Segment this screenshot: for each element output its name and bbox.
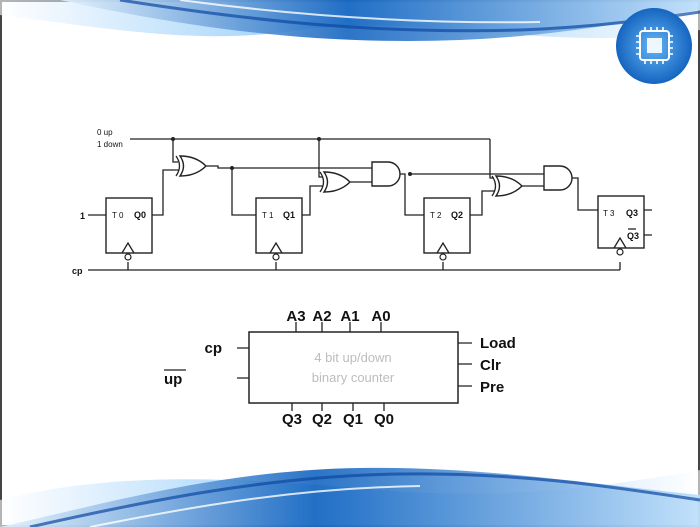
svg-text:Q3: Q3 [627, 231, 639, 241]
block-title-line1: 4 bit up/down [314, 350, 391, 365]
pin-q3: Q3 [282, 411, 302, 428]
xor-gate-1 [152, 155, 207, 216]
pin-q0: Q0 [374, 411, 394, 428]
svg-text:T 3: T 3 [603, 209, 615, 218]
svg-text:Q0: Q0 [134, 210, 146, 220]
pin-q1: Q1 [343, 411, 363, 428]
svg-text:T 0: T 0 [112, 211, 124, 220]
mode-label-up: 0 up [97, 128, 113, 137]
pin-cp: cp [204, 340, 222, 357]
block-title-line2: binary counter [312, 370, 395, 385]
and-gate-1 [350, 161, 424, 216]
svg-text:Q3: Q3 [626, 208, 638, 218]
input-one-label: 1 [80, 211, 85, 221]
mode-label-down: 1 down [97, 140, 123, 149]
flip-flop-t2: T 2 Q2 [423, 197, 471, 261]
pin-clr: Clr [480, 357, 501, 374]
svg-text:T 1: T 1 [262, 211, 274, 220]
chip-icon [636, 27, 673, 64]
pin-pre: Pre [480, 379, 504, 396]
circuit-diagram: 0 up 1 down 1 cp T 0 Q0 T 1 Q1 [72, 128, 652, 276]
pin-a2: A2 [312, 308, 331, 325]
flip-flop-t1: T 1 Q1 [255, 197, 303, 261]
pin-q2: Q2 [312, 411, 332, 428]
pin-a1: A1 [340, 308, 359, 325]
logo [616, 8, 692, 84]
counter-box [248, 331, 459, 404]
and-gate-2 [522, 165, 598, 211]
pin-up-bar: up [164, 371, 182, 388]
bottom-wave-decoration [0, 467, 700, 527]
svg-text:Q2: Q2 [451, 210, 463, 220]
pin-load: Load [480, 335, 516, 352]
xor-gate-3 [470, 175, 523, 216]
top-wave-decoration [0, 0, 700, 41]
counter-block: 4 bit up/down binary counter A3 A2 A1 A0… [164, 308, 516, 428]
svg-text:T 2: T 2 [430, 211, 442, 220]
pin-a0: A0 [371, 308, 390, 325]
flip-flop-t3: T 3 Q3 Q3 [597, 195, 652, 256]
clock-label: cp [72, 266, 83, 276]
xor-gate-2 [302, 171, 351, 216]
flip-flop-t0: T 0 Q0 [105, 197, 153, 261]
pin-a3: A3 [286, 308, 305, 325]
svg-text:Q1: Q1 [283, 210, 295, 220]
